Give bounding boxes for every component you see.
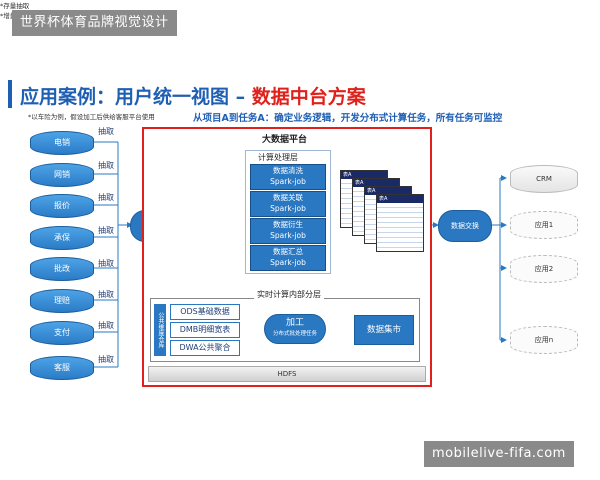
job-clean-type: Spark-job	[270, 177, 306, 186]
target-appn: 应用n	[510, 326, 578, 354]
process-sub: 分布式批处理任务	[272, 331, 317, 337]
compute-title: 计算处理层	[258, 153, 298, 162]
source-baojia: 报价	[30, 194, 94, 218]
source-lipei: 理赔	[30, 289, 94, 313]
table-a-3-header: 表A	[365, 187, 411, 195]
source-wangxiao: 网销	[30, 163, 94, 187]
extract-label-4: 抽取	[98, 226, 114, 235]
extract-label-8: 抽取	[98, 355, 114, 364]
job-summary-name: 数据汇总	[273, 247, 303, 256]
table-a-4: 表A	[376, 194, 424, 252]
watermark-top: 世界杯体育品牌视觉设计	[12, 10, 177, 36]
extract-label-3: 抽取	[98, 193, 114, 202]
job-associate-type: Spark-job	[270, 204, 306, 213]
extract-label-7: 抽取	[98, 321, 114, 330]
data-exchange-node: 数据交换	[438, 210, 492, 242]
target-crm: CRM	[510, 165, 578, 193]
target-app1: 应用1	[510, 211, 578, 239]
page-title: 应用案例：用户统一视图 – 数据中台方案	[20, 82, 366, 109]
layer-dwa: DWA公共聚合	[170, 340, 240, 356]
layer-dmb: DMB明细宽表	[170, 322, 240, 338]
table-a-2-header: 表A	[353, 179, 399, 187]
job-derive-name: 数据衍生	[273, 220, 303, 229]
title-highlight: 数据中台方案	[251, 86, 366, 108]
job-derive: 数据衍生 Spark-job	[250, 218, 326, 244]
extract-label-1: 抽取	[98, 127, 114, 136]
table-a-1-header: 表A	[341, 171, 387, 179]
realtime-title: 实时计算内部分层	[254, 289, 324, 300]
process-node: 加工 分布式批处理任务	[264, 314, 326, 344]
job-associate-name: 数据关联	[273, 193, 303, 202]
table-a-4-header: 表A	[377, 195, 423, 203]
platform-title: 大数据平台	[262, 135, 308, 145]
footnote: *以车险为例，假设加工后供给客服平台使用	[28, 113, 155, 121]
job-associate: 数据关联 Spark-job	[250, 191, 326, 217]
source-dianxiao: 电销	[30, 131, 94, 155]
job-clean: 数据清洗 Spark-job	[250, 164, 326, 190]
extract-label-6: 抽取	[98, 290, 114, 299]
extract-label-2: 抽取	[98, 161, 114, 170]
target-app2: 应用2	[510, 255, 578, 283]
job-summary-type: Spark-job	[270, 258, 306, 267]
source-pigai: 批改	[30, 257, 94, 281]
realtime-side-label: 公共维度仓库	[154, 304, 166, 356]
process-label: 加工	[285, 318, 304, 328]
title-dash: –	[229, 86, 252, 108]
extract-label-5: 抽取	[98, 259, 114, 268]
subtitle: 从项目A到任务A：确定业务逻辑，开发分布式计算任务，所有任务可监控	[193, 113, 503, 124]
layer-ods: ODS基础数据	[170, 304, 240, 320]
title-accent-bar	[8, 80, 12, 108]
stock-note: *存量抽取	[0, 2, 30, 10]
title-prefix: 应用案例：用户统一视图	[20, 86, 230, 108]
job-summary: 数据汇总 Spark-job	[250, 245, 326, 271]
source-kefu: 客服	[30, 356, 94, 380]
watermark-bottom: mobilelive-fifa.com	[424, 441, 574, 467]
hdfs-bar: HDFS	[148, 366, 426, 382]
source-zhifu: 支付	[30, 321, 94, 345]
job-derive-type: Spark-job	[270, 231, 306, 240]
job-clean-name: 数据清洗	[273, 166, 303, 175]
source-chengbao: 承保	[30, 226, 94, 250]
data-mart-node: 数据集市	[354, 315, 414, 345]
